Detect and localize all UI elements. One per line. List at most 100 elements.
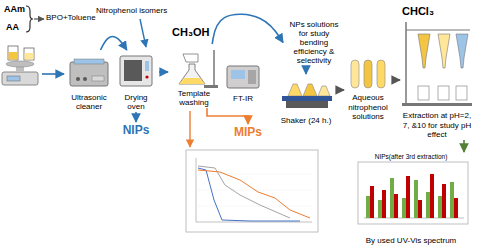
node-text: Aqueous nitrophenol solutions xyxy=(346,93,390,121)
equipment-station: Template washing xyxy=(168,44,220,108)
separatory-funnel-illustration xyxy=(402,22,472,106)
node-text: NIPs xyxy=(118,124,154,138)
line-chart xyxy=(186,150,318,232)
bar-chart-part xyxy=(378,200,382,218)
drying-oven-illustration-part xyxy=(124,60,142,81)
flow-arrow xyxy=(336,89,344,91)
beaker-illustration-part xyxy=(8,46,18,60)
node-text: Ultrasonic cleaner xyxy=(68,93,110,111)
test-tube-illustration-part xyxy=(377,60,385,88)
node-text: FT-IR xyxy=(226,94,260,103)
separatory-funnel-illustration-part xyxy=(406,30,470,31)
flow-arrow xyxy=(212,14,283,44)
line-chart-part xyxy=(196,222,312,223)
ft-ir-illustration xyxy=(227,66,259,88)
ultrasonic-cleaner-illustration-part xyxy=(76,77,80,81)
annotation-label: Nitrophenol isomers xyxy=(96,6,167,15)
separatory-funnel-illustration-part xyxy=(418,34,430,68)
bar-chart xyxy=(358,162,468,224)
flow-arrow xyxy=(463,140,465,152)
beaker-illustration-part xyxy=(24,48,34,60)
bar-chart-part xyxy=(406,176,410,218)
separatory-funnel-illustration-part xyxy=(418,86,429,100)
balance-illustration-part xyxy=(7,76,20,81)
shaker-illustration-part xyxy=(282,96,332,101)
bar-chart-part xyxy=(418,200,422,218)
bar-chart-part xyxy=(438,196,442,218)
annotation-label: AA xyxy=(6,22,19,32)
node-text: Shaker (24 h.) xyxy=(278,116,334,125)
shaker-illustration-part xyxy=(286,101,328,108)
beaker-illustration xyxy=(8,46,34,60)
template-washing-illustration-part xyxy=(204,85,218,88)
line-chart-part xyxy=(196,206,312,207)
result-panel: NIPs(after 3rd extraction) By used UV-Vis… xyxy=(352,152,470,246)
ultrasonic-cleaner-illustration-part xyxy=(74,59,104,64)
ultrasonic-cleaner-illustration-part xyxy=(83,77,87,81)
equipment-station: FT-IR xyxy=(224,52,262,104)
bar-chart-part xyxy=(358,162,468,224)
drying-oven-illustration-part xyxy=(120,56,152,86)
equipment-station: CHCl₃ Extraction at pH=2, 7, &10 for stud… xyxy=(400,4,474,140)
drying-oven-illustration xyxy=(120,56,152,86)
node-text: NPs solutions for study bending efficien… xyxy=(285,20,343,66)
equipment-station: Shaker (24 h.) xyxy=(276,74,336,126)
bar-chart-part xyxy=(430,174,434,218)
balance-illustration-part xyxy=(6,61,34,67)
separatory-funnel-illustration-part xyxy=(405,22,407,104)
annotation-label: CH₃OH xyxy=(172,26,209,39)
beaker-illustration-part xyxy=(9,52,18,60)
separatory-funnel-illustration-part xyxy=(438,86,449,100)
annotation-label: BPO+Toluene xyxy=(46,13,96,22)
bar-chart-part xyxy=(442,184,446,218)
template-washing-illustration-part xyxy=(183,54,198,62)
annotation-label: AAm xyxy=(4,4,25,14)
beaker-illustration-part xyxy=(25,53,34,60)
bar-chart-part xyxy=(450,182,454,218)
ft-ir-illustration-part xyxy=(227,66,259,88)
product-label: MIPs xyxy=(230,124,266,142)
test-tube-illustration-part xyxy=(351,60,359,88)
shaker-illustration xyxy=(282,84,332,108)
template-washing-illustration-part xyxy=(179,64,205,84)
node-text: MIPs xyxy=(232,126,264,140)
monomer-bracket-part xyxy=(26,6,33,32)
bar-chart-part xyxy=(366,196,370,218)
flow-arrow xyxy=(207,108,248,124)
node-text: Extraction at pH=2, 7, &10 for study pH … xyxy=(402,111,472,139)
line-chart-part xyxy=(198,168,300,221)
bar-chart-part xyxy=(454,198,458,218)
node-text: CHCl₃ xyxy=(402,5,472,18)
shaker-illustration-part xyxy=(318,86,330,96)
ft-ir-illustration-part xyxy=(248,70,256,84)
flow-arrow xyxy=(135,112,137,122)
ultrasonic-cleaner-illustration-part xyxy=(92,76,104,81)
ultrasonic-cleaner-illustration xyxy=(70,59,108,86)
node-text: NIPs(after 3rd extraction) xyxy=(354,153,468,160)
bar-chart-part xyxy=(382,190,386,218)
separatory-funnel-illustration-part xyxy=(456,86,467,100)
separatory-funnel-illustration-part xyxy=(402,103,472,106)
drying-oven-illustration-part xyxy=(145,61,149,71)
balance-illustration xyxy=(2,61,38,85)
monomer-bracket xyxy=(26,6,44,32)
bar-chart-part xyxy=(394,194,398,218)
node-text: By used UV-Vis spectrum xyxy=(354,236,468,245)
node-text: Drying oven xyxy=(115,93,157,111)
template-washing-illustration xyxy=(179,50,218,88)
separatory-funnel-illustration-part xyxy=(456,34,468,68)
test-tube-illustration xyxy=(351,60,385,88)
shaker-illustration-part xyxy=(288,84,302,96)
equipment-station: Drying oven xyxy=(113,50,159,112)
test-tube-illustration-part xyxy=(364,60,372,88)
node-text: Template washing xyxy=(170,89,218,107)
bar-chart-part xyxy=(414,180,418,218)
flow-arrow xyxy=(189,111,190,147)
flow-arrow xyxy=(42,73,64,75)
template-washing-illustration-part xyxy=(179,78,205,84)
bar-chart-part xyxy=(370,186,374,218)
flow-arrow xyxy=(140,19,146,47)
line-chart-part xyxy=(198,166,290,218)
